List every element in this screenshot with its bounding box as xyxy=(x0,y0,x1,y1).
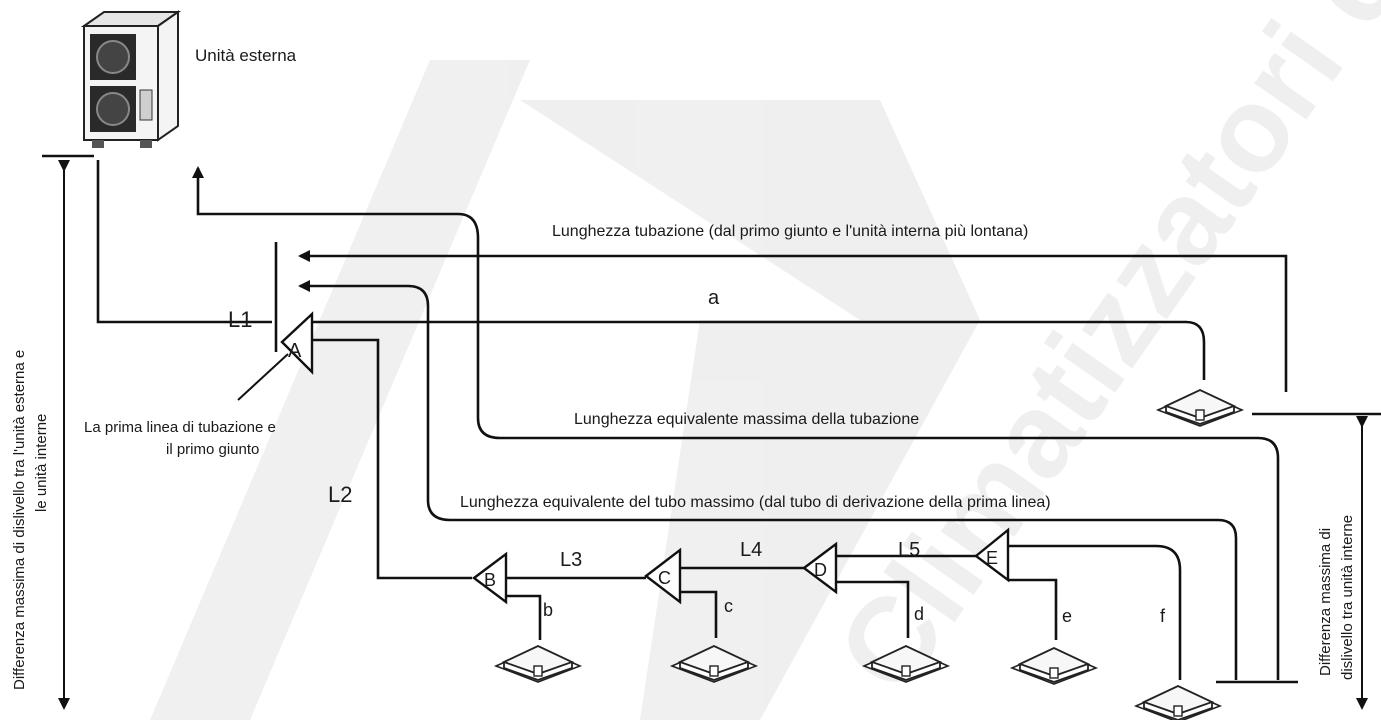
svg-text:C: C xyxy=(658,568,671,588)
label-l5: L5 xyxy=(898,539,920,561)
svg-text:E: E xyxy=(986,548,998,568)
outdoor-unit-label: Unità esterna xyxy=(195,46,297,65)
indoor-unit-b-icon xyxy=(495,645,581,683)
joint-d: D xyxy=(802,541,838,595)
max-equiv-length-label: Lunghezza equivalente massima della tuba… xyxy=(574,411,919,428)
svg-text:B: B xyxy=(484,570,496,590)
max-equiv-from-first-label: Lunghezza equivalente del tubo massimo (… xyxy=(460,494,1051,511)
label-l2: L2 xyxy=(328,482,352,507)
joint-c: C xyxy=(644,547,682,605)
label-e: e xyxy=(1062,606,1072,626)
pipe-length-label: Lunghezza tubazione (dal primo giunto e … xyxy=(552,223,1028,240)
right-vertical-label-2: dislivello tra unità interne xyxy=(1339,515,1356,680)
label-l3: L3 xyxy=(560,549,582,571)
label-a: a xyxy=(708,287,720,309)
label-l4: L4 xyxy=(740,539,762,561)
joint-b: B xyxy=(472,551,508,605)
joint-a: A xyxy=(280,311,314,375)
label-f: f xyxy=(1160,606,1166,626)
left-vertical-label-2: le unità interne xyxy=(33,414,50,512)
joint-e: E xyxy=(974,527,1010,583)
outdoor-unit-icon xyxy=(80,10,182,148)
indoor-unit-f-icon xyxy=(1135,685,1221,720)
first-line-label-1: La prima linea di tubazione e xyxy=(84,419,276,436)
indoor-unit-a-icon xyxy=(1157,389,1243,427)
svg-text:D: D xyxy=(814,560,827,580)
left-vertical-label-1: Differenza massima di dislivello tra l'u… xyxy=(11,350,28,690)
svg-text:A: A xyxy=(288,340,302,362)
label-b: b xyxy=(543,600,553,620)
watermark: Climatizzatori d'aria xyxy=(150,0,1381,720)
label-d: d xyxy=(914,604,924,624)
right-vertical-label-1: Differenza massima di xyxy=(1317,528,1334,676)
first-line-label-2: il primo giunto xyxy=(166,441,259,458)
indoor-unit-e-icon xyxy=(1011,647,1097,685)
label-c: c xyxy=(724,596,733,616)
label-l1: L1 xyxy=(228,307,252,332)
